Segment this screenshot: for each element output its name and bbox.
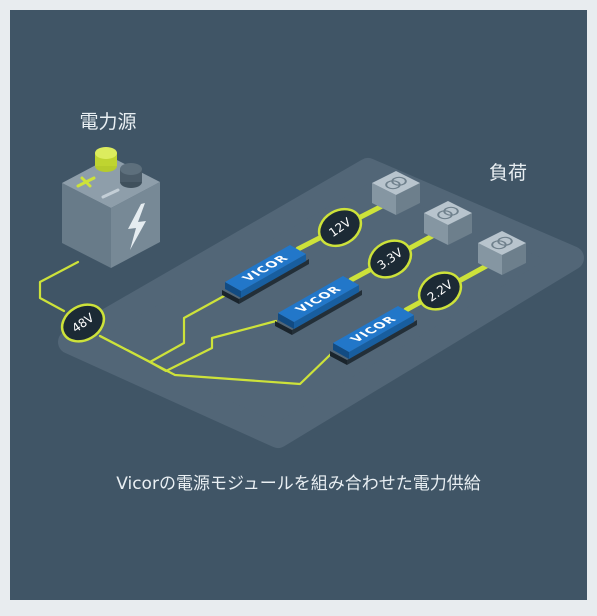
module-2-base-front (292, 290, 362, 335)
module-1-left-face (225, 282, 241, 298)
bus-wire-module-3 (98, 334, 333, 386)
module-2-base-left (275, 321, 292, 335)
source-label: 電力源 (79, 111, 136, 133)
load-label: 負荷 (489, 162, 527, 184)
output-voltage-badge-3: 2.2V (417, 271, 463, 311)
output-voltage-badge-2: 3.3V (367, 239, 413, 279)
plus-sign-icon (76, 176, 96, 188)
module-2-front-face (294, 285, 359, 329)
lightning-bolt-icon (128, 203, 146, 250)
load-1-symbol-icon (385, 176, 407, 190)
module-2-top-face (278, 276, 359, 322)
load-3-right-face (502, 243, 526, 275)
module-3-top-face (333, 306, 414, 352)
module-1-base-left (222, 290, 239, 304)
module-3-front-face (349, 315, 414, 359)
load-1-right-face (396, 183, 420, 215)
load-1-top-face (372, 171, 420, 195)
battery-left-face (62, 183, 111, 268)
module-3-base-left (330, 351, 347, 365)
caption: Vicorの電源モジュールを組み合わせた電力供給 (116, 474, 481, 494)
module-1-front-face (241, 254, 306, 298)
power-module-3: VICOR (330, 306, 417, 365)
output-voltage-circle-2 (367, 239, 413, 279)
load-3-left-face (478, 243, 502, 275)
positive-terminal (95, 147, 117, 172)
load-cube-icon-3 (478, 231, 526, 275)
load-2-top-face (424, 201, 472, 225)
load-2-left-face (424, 213, 448, 245)
output-voltage-circle-1 (317, 207, 363, 248)
input-voltage-badge: 48V (60, 303, 106, 343)
load-cube-icon-1 (372, 171, 420, 215)
module-3-base-front (347, 320, 417, 365)
battery-icon (62, 147, 160, 268)
input-wiring (38, 260, 333, 386)
power-module-2: VICOR (275, 276, 362, 335)
load-3-symbol-icon (491, 236, 513, 250)
negative-terminal (120, 163, 142, 188)
input-voltage-circle (60, 303, 106, 343)
load-2-symbol-icon (437, 206, 459, 220)
minus-sign-icon (101, 188, 120, 199)
battery-wire (38, 260, 80, 313)
load-3-top-face (478, 231, 526, 255)
output-voltage-circle-3 (417, 271, 463, 311)
output-voltage-badge-1: 12V (317, 207, 363, 248)
load-2-right-face (448, 213, 472, 245)
module-1-top-face (225, 245, 306, 291)
load-1-left-face (372, 183, 396, 215)
module-1-base-front (239, 259, 309, 304)
module-3-left-face (333, 343, 349, 359)
module-2-left-face (278, 313, 294, 329)
load-cube-icon-2 (424, 201, 472, 245)
